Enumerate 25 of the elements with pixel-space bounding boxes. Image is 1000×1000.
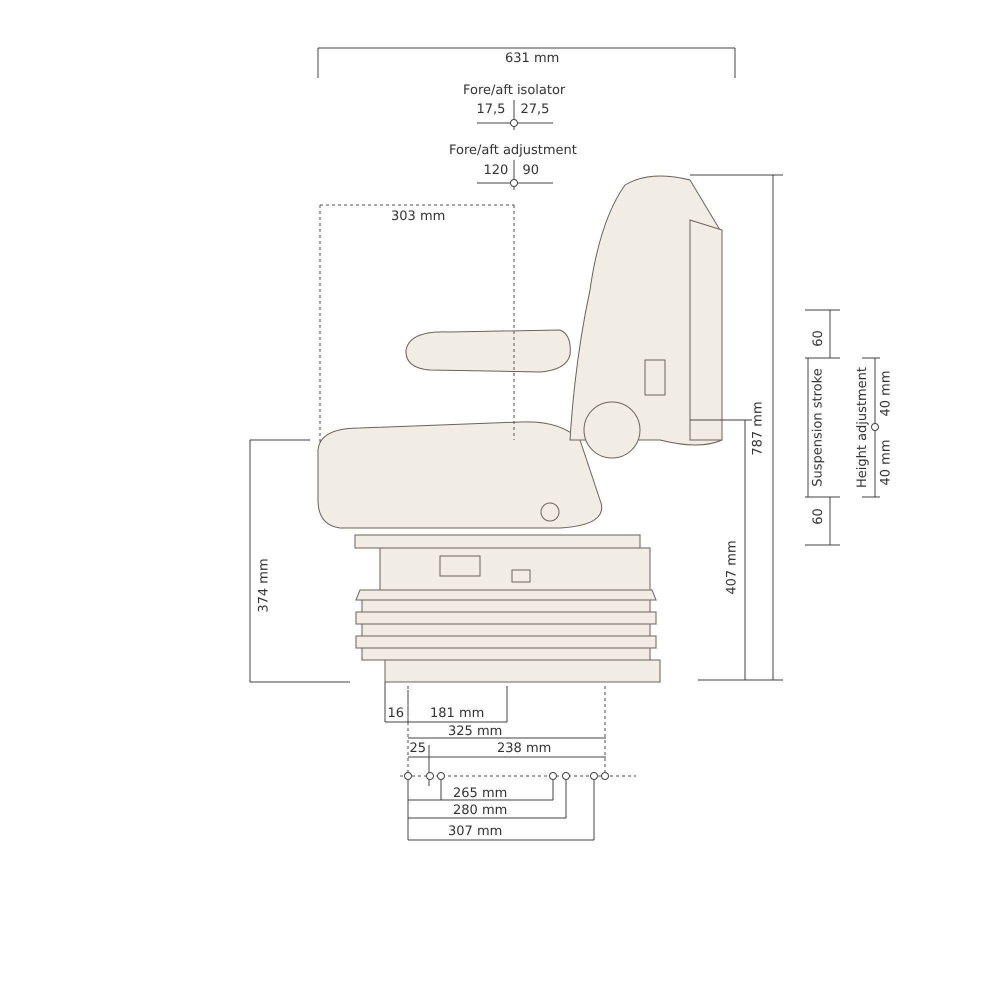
dimension-label: 307 mm bbox=[448, 824, 502, 838]
dimension-label: 303 mm bbox=[391, 208, 446, 224]
dimension-label: 120 bbox=[484, 162, 508, 178]
dimension-label: 60 bbox=[810, 508, 826, 524]
dimension-label: 40 mm bbox=[878, 439, 894, 485]
dimension-label: 181 mm bbox=[430, 706, 484, 720]
dimension-label: 40 mm bbox=[878, 370, 894, 416]
dimension-label: 27,5 bbox=[520, 102, 550, 116]
dimension-label: 374 mm bbox=[256, 558, 272, 612]
dimension-label: Fore/aft adjustment bbox=[449, 142, 577, 158]
dimension-label: Height adjustment bbox=[854, 366, 870, 488]
dimension-label: 16 bbox=[388, 706, 404, 720]
dimension-label: 407 mm bbox=[724, 540, 740, 594]
dimension-label: 631 mm bbox=[505, 50, 560, 66]
dimension-label: 265 mm bbox=[453, 786, 508, 800]
dimension-label: Fore/aft isolator bbox=[463, 82, 566, 98]
dimension-label: 787 mm bbox=[750, 400, 766, 456]
dimension-label: 25 bbox=[410, 740, 426, 756]
dimension-label: 90 bbox=[522, 162, 540, 178]
dimension-label: 280 mm bbox=[453, 802, 508, 818]
dimension-label: 325 mm bbox=[448, 724, 502, 738]
dimension-label: 60 bbox=[810, 330, 826, 346]
dimension-label: Suspension stroke bbox=[810, 368, 826, 486]
dimension-label: 238 mm bbox=[497, 740, 552, 756]
dimension-label: 17,5 bbox=[476, 102, 506, 116]
